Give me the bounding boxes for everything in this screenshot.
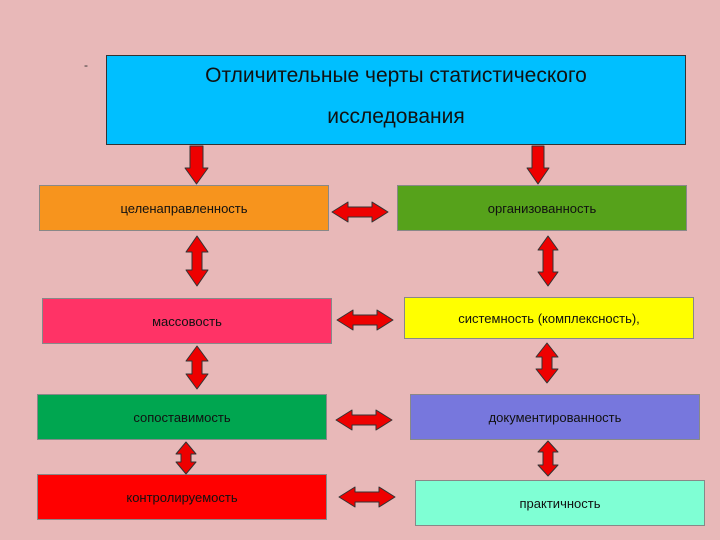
node-massiveness: массовость bbox=[42, 298, 332, 344]
bullet-marker: - bbox=[84, 58, 88, 72]
node-organization: организованность bbox=[397, 185, 687, 231]
title-box: Отличительные черты статистического иссл… bbox=[106, 55, 686, 145]
node-documentation: документированность bbox=[410, 394, 700, 440]
node-systematicity-label: системность (комплексность), bbox=[458, 310, 640, 326]
arrow-systematicity-documentation bbox=[535, 342, 559, 384]
node-organization-label: организованность bbox=[487, 200, 597, 216]
node-controllability: контролируемость bbox=[37, 474, 327, 520]
arrow-organization-systematicity bbox=[537, 235, 559, 287]
node-massiveness-label: массовость bbox=[152, 313, 222, 329]
title-line-1: Отличительные черты статистического bbox=[205, 64, 587, 87]
node-purposefulness-label: целенаправленность bbox=[120, 200, 248, 216]
node-practicality-label: практичность bbox=[519, 495, 601, 511]
arrow-massiveness-comparability bbox=[185, 345, 209, 390]
arrow-purposefulness-organization bbox=[331, 201, 389, 223]
arrow-comparability-documentation bbox=[335, 409, 393, 431]
node-comparability-label: сопоставимость bbox=[133, 409, 231, 425]
node-documentation-label: документированность bbox=[488, 409, 622, 425]
arrow-title-to-organization bbox=[526, 145, 550, 185]
node-practicality: практичность bbox=[415, 480, 705, 526]
node-systematicity: системность (комплексность), bbox=[404, 297, 694, 339]
node-controllability-label: контролируемость bbox=[126, 489, 238, 505]
node-comparability: сопоставимость bbox=[37, 394, 327, 440]
arrow-controllability-practicality bbox=[338, 486, 396, 508]
arrow-comparability-controllability bbox=[175, 441, 197, 475]
arrow-purposefulness-massiveness bbox=[185, 235, 209, 287]
title-line-2: исследования bbox=[327, 104, 465, 128]
arrow-documentation-practicality bbox=[537, 440, 559, 477]
arrow-massiveness-systematicity bbox=[336, 309, 394, 331]
arrow-title-to-purposefulness bbox=[184, 145, 209, 185]
node-purposefulness: целенаправленность bbox=[39, 185, 329, 231]
